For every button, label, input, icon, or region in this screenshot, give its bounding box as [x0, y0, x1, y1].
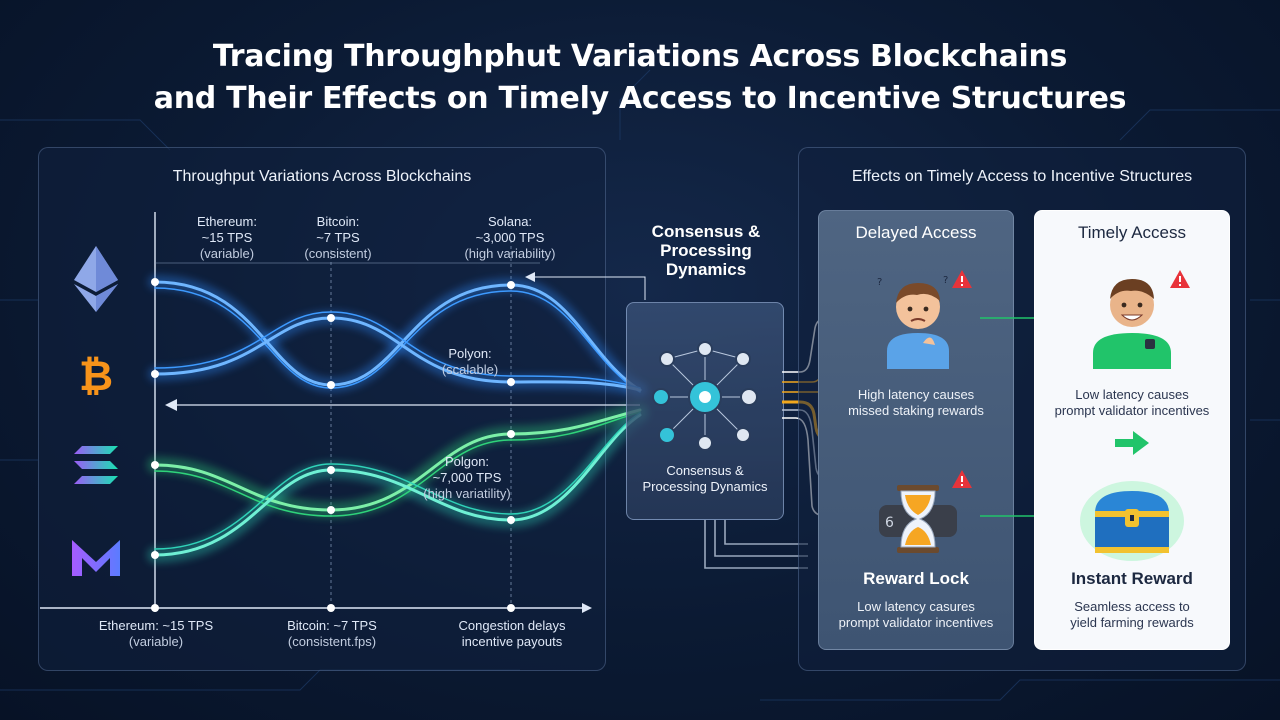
consensus-box-label: Consensus & Processing Dynamics — [642, 463, 768, 494]
page-title: Tracing Throughphut Variations Across Bl… — [153, 39, 1127, 116]
ethereum-top-label: Ethereum: ~15 TPS (variable) — [197, 214, 257, 261]
gears-network-icon — [652, 341, 758, 451]
forward-arrow-icon — [1115, 431, 1149, 455]
solana-icon — [74, 446, 118, 484]
svg-text:₿: ₿ — [79, 351, 113, 398]
delayed-text-2: Low latency casures prompt validator inc… — [838, 599, 994, 630]
bitcoin-bottom-label: Bitcoin: ~7 TPS (consistent.fps) — [287, 618, 377, 649]
reward-lock-label: Reward Lock — [863, 569, 969, 588]
timely-text-1: Low latency causes prompt validator ince… — [1054, 387, 1210, 418]
worried-person-icon: ? ? — [877, 275, 949, 369]
delayed-access-card: Delayed Access ? ? High latency causes m… — [818, 210, 1014, 650]
throughput-panel-heading: Throughput Variations Across Blockchains — [172, 168, 472, 185]
solana-top-label: Solana: ~3,000 TPS (high variability) — [464, 214, 556, 261]
happy-person-icon — [1093, 279, 1171, 369]
instant-reward-label: Instant Reward — [1071, 569, 1193, 588]
effects-panel-heading: Effects on Timely Access to Incentive St… — [851, 168, 1193, 185]
bitcoin-icon: ₿ — [79, 351, 113, 398]
polgon-label: Polgon: ~7,000 TPS (high variatility) — [423, 454, 511, 501]
hourglass-lock-icon: 6 — [879, 485, 957, 553]
consensus-heading: Consensus & Processing Dynamics — [651, 222, 761, 279]
consensus-box: Consensus & Processing Dynamics — [626, 302, 784, 520]
timely-access-card: Timely Access Low latency causes prompt … — [1034, 210, 1230, 650]
alert-icon — [952, 470, 972, 488]
svg-text:?: ? — [877, 277, 882, 288]
delayed-access-heading: Delayed Access — [855, 223, 977, 242]
timely-access-heading: Timely Access — [1077, 223, 1186, 242]
ethereum-bottom-label: Ethereum: ~15 TPS (variable) — [98, 618, 214, 649]
polygon-icon — [72, 540, 120, 576]
bitcoin-top-label: Bitcoin: ~7 TPS (consistent) — [304, 214, 372, 261]
timely-text-2: Seamless access to yield farming rewards — [1070, 599, 1194, 630]
svg-text:6: 6 — [885, 515, 894, 531]
alert-icon — [952, 270, 972, 288]
delayed-text-1: High latency causes missed staking rewar… — [848, 387, 984, 418]
polyon-label: Polyon: (scalable) — [441, 346, 499, 377]
svg-text:?: ? — [943, 275, 948, 286]
alert-icon — [1170, 270, 1190, 288]
congestion-label: Congestion delays incentive payouts — [458, 618, 566, 649]
ethereum-icon — [74, 246, 118, 312]
treasure-chest-icon — [1080, 481, 1184, 561]
